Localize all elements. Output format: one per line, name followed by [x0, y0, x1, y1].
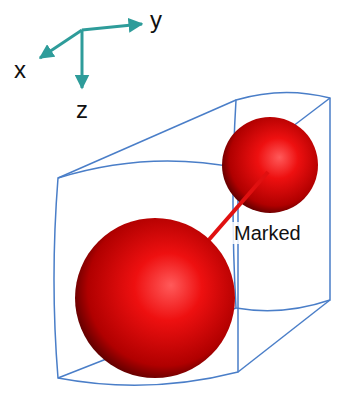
axis-label: y — [150, 8, 162, 32]
axis-label: x — [14, 58, 26, 82]
dumbbell — [75, 117, 318, 378]
axis-triad — [40, 24, 142, 88]
housing-outline — [54, 92, 330, 385]
part-label: Marked — [231, 222, 304, 244]
large-sphere — [75, 218, 235, 378]
axis-label: z — [76, 98, 88, 122]
small-sphere — [222, 117, 318, 213]
